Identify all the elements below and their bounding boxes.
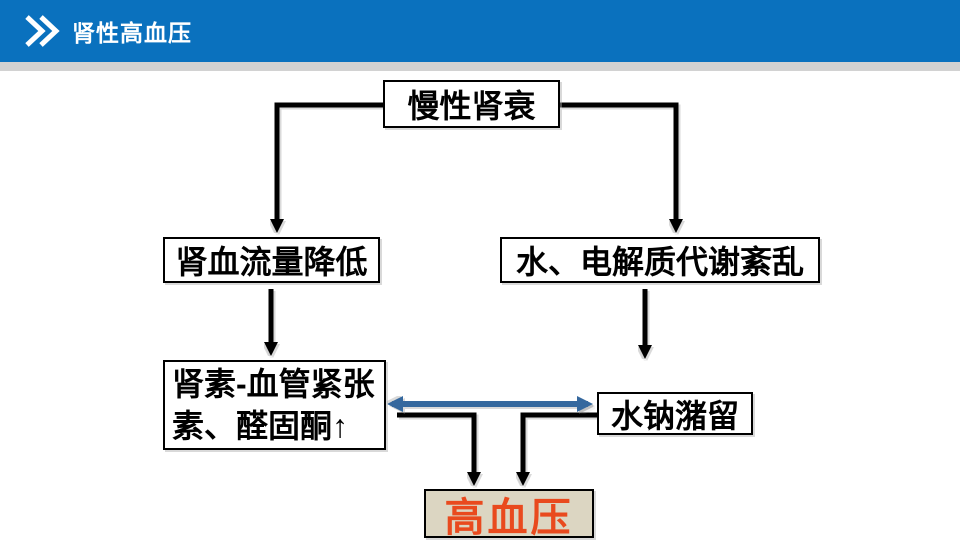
node-label: 水钠潴留 <box>610 397 739 434</box>
node-hypertension: 高血压 <box>424 489 594 540</box>
header-divider <box>0 62 960 71</box>
double-chevron-icon <box>22 14 60 48</box>
page-title: 肾性高血压 <box>72 20 192 46</box>
title-bar: 肾性高血压 <box>0 0 960 62</box>
node-label: 水、电解质代谢紊乱 <box>515 244 804 280</box>
node-chronic-renal-failure: 慢性肾衰 <box>383 80 560 128</box>
arrow-sodium-to-hypertension <box>516 412 598 486</box>
node-water-sodium-retention: 水钠潴留 <box>597 392 753 435</box>
arrow-chronic-to-renal-flow <box>270 102 383 233</box>
node-label: 慢性肾衰 <box>407 88 536 124</box>
node-label-line2: 素、醛固酮↑ <box>172 408 349 444</box>
node-renin-angiotensin-aldosterone: 肾素-血管紧张 素、醛固酮↑ <box>163 360 386 450</box>
node-label-line1: 肾素-血管紧张 <box>172 366 375 402</box>
node-water-electrolyte-disorder: 水、电解质代谢紊乱 <box>500 237 820 283</box>
arrow-chronic-to-electrolyte <box>560 102 683 233</box>
arrow-renin-to-hypertension <box>397 412 481 486</box>
node-label: 高血压 <box>444 493 574 540</box>
node-label: 肾血流量降低 <box>175 244 368 280</box>
node-renal-blood-flow-decrease: 肾血流量降低 <box>163 237 380 283</box>
